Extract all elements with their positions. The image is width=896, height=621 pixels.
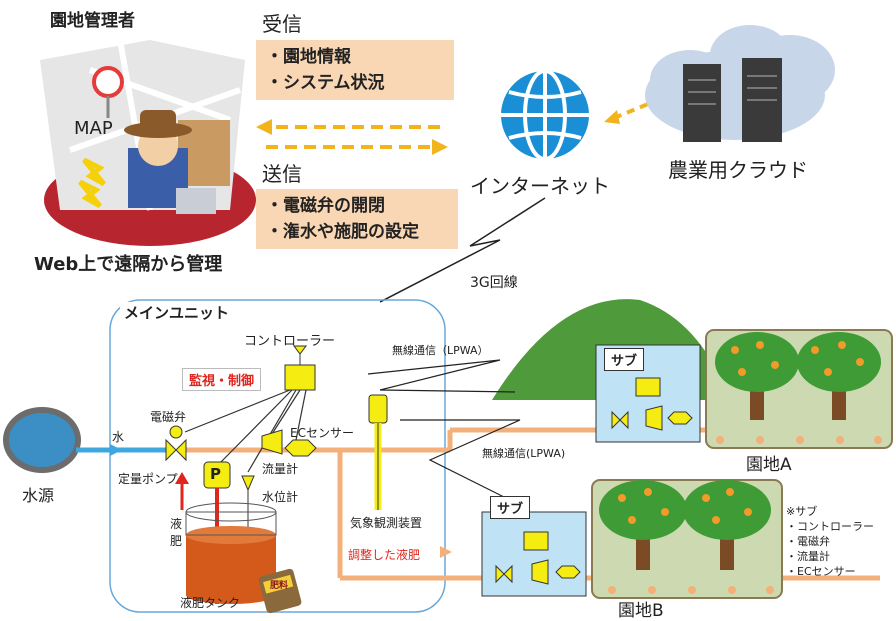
pump-symbol: P — [210, 465, 221, 483]
ec-sensor-label: ECセンサー — [290, 426, 354, 440]
solenoid-label: 電磁弁 — [150, 410, 187, 424]
line-3g-zigzag — [379, 197, 546, 303]
send-item: ・潅水や施肥の設定 — [266, 222, 419, 242]
water-level-label: 水位計 — [262, 490, 299, 504]
sub-note-item: ・電磁弁 — [786, 535, 830, 548]
cloud-link-arrow — [613, 102, 649, 120]
sub-note-item: ・ECセンサー — [786, 565, 856, 578]
globe-icon — [501, 69, 589, 161]
sub-note-item: ・流量計 — [786, 550, 830, 563]
sub-note: ※サブ ・コントローラー ・電磁弁 ・流量計 ・ECセンサー — [786, 504, 874, 579]
receive-heading: 受信 — [262, 12, 302, 36]
weather-station-device — [368, 394, 388, 424]
wireless-label-b: 無線通信(LPWA) — [482, 447, 566, 460]
liquid-fertilizer-label: 液 肥 — [170, 517, 183, 548]
manager-caption: Web上で遠隔から管理 — [34, 254, 223, 275]
manager-title: 園地管理者 — [50, 11, 135, 31]
water-label: 水 — [112, 430, 125, 444]
flowmeter-device — [261, 429, 283, 455]
fertilizer-tank — [185, 502, 277, 604]
laptop-icon — [176, 188, 216, 214]
tank-label: 液肥タンク — [180, 596, 241, 610]
water-source-pond — [3, 407, 81, 473]
server-icon — [683, 58, 782, 142]
controller-device — [284, 364, 316, 391]
weather-label: 気象観測装置 — [350, 516, 423, 530]
signal-bolt-icon — [82, 157, 106, 187]
sub-label-a: サブ — [604, 348, 645, 371]
fertilizer-bag-label: 肥料 — [270, 581, 289, 591]
cloud-icon — [645, 25, 835, 140]
monitor-control-label: 監視・制御 — [182, 368, 262, 391]
internet-label: インターネット — [470, 174, 610, 198]
wireless-zigzag-a — [367, 359, 516, 393]
receive-box: ・園地情報 ・システム状況 — [256, 40, 454, 100]
line-3g-label: 3G回線 — [470, 275, 518, 291]
flowmeter-label: 流量計 — [262, 462, 299, 476]
sub-note-item: ・コントローラー — [786, 520, 874, 533]
water-level-device — [241, 475, 255, 492]
wireless-label-a: 無線通信（LPWA） — [392, 344, 489, 357]
sub-label-b: サブ — [490, 496, 531, 519]
map-label: MAP — [74, 118, 113, 139]
sub-unit-b — [481, 511, 587, 597]
sub-note-title: ※サブ — [786, 505, 818, 518]
send-heading: 送信 — [262, 162, 302, 186]
solenoid-valve-icon — [165, 425, 187, 462]
controller-label: コントローラー — [244, 334, 336, 349]
main-unit-title: メインユニット — [120, 302, 234, 323]
wireless-zigzag-b — [400, 419, 521, 501]
send-item: ・電磁弁の開閉 — [266, 196, 385, 216]
cloud-label: 農業用クラウド — [668, 158, 808, 182]
ec-sensor-device — [284, 439, 317, 457]
adjusted-fertilizer-label: 調整した液肥 — [348, 548, 421, 562]
send-box: ・電磁弁の開閉 ・潅水や施肥の設定 — [256, 189, 458, 249]
water-source-label: 水源 — [22, 486, 55, 505]
orchard-a-label: 園地A — [746, 455, 792, 475]
receive-item: ・園地情報 — [266, 47, 351, 67]
receive-item: ・システム状況 — [266, 73, 385, 93]
pump-label: 定量ポンプ — [118, 472, 178, 486]
orchard-b-label: 園地B — [618, 601, 664, 621]
map-pin-icon — [92, 66, 124, 98]
